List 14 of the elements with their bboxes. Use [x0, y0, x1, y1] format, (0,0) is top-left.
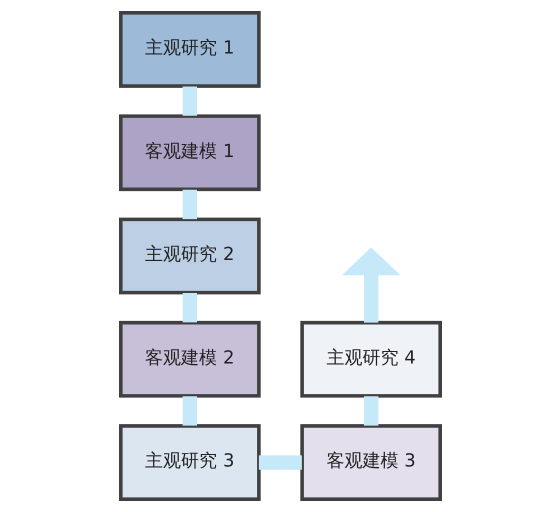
connector [182, 293, 197, 322]
node-box: 主观研究 4 [300, 320, 442, 398]
connector [182, 396, 197, 426]
arrow [341, 247, 400, 323]
connector [258, 455, 302, 470]
node-box: 客观建模 2 [118, 320, 260, 398]
node-box: 主观研究 1 [118, 11, 260, 88]
connector [182, 190, 197, 220]
node-box: 主观研究 3 [118, 424, 260, 501]
connector [363, 396, 378, 426]
node-box: 主观研究 2 [118, 218, 260, 294]
connector [182, 86, 197, 116]
node-box: 客观建模 1 [118, 114, 260, 192]
node-box: 客观建模 3 [300, 424, 442, 501]
